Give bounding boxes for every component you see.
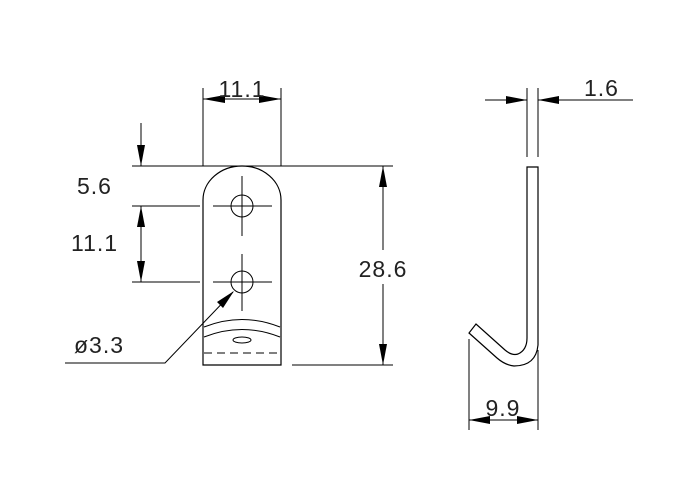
slot-hole: [232, 336, 252, 344]
arrow-icon: [379, 344, 387, 365]
bend-arc-inner: [203, 329, 281, 338]
dim-top-to-hole: 5.6: [77, 173, 112, 199]
arrow-icon: [259, 95, 281, 103]
arrow-icon: [469, 416, 490, 424]
dim-hook-depth: 9.9: [486, 395, 521, 421]
dim-thickness: 1.6: [584, 75, 619, 101]
arrow-icon: [538, 96, 559, 104]
arrow-icon: [137, 145, 145, 166]
arrow-icon: [203, 95, 225, 103]
dim-overall-height: 28.6: [359, 256, 408, 282]
dim-hole-diameter: ø3.3: [74, 332, 124, 358]
dim-hole-spacing: 11.1: [71, 230, 118, 256]
front-view: 11.1 5.6 11.1 28.6 ø3.3: [65, 76, 408, 366]
arrow-icon: [506, 96, 527, 104]
arrow-icon: [379, 166, 387, 187]
dim-width: 11.1: [218, 76, 265, 102]
leader-line: [65, 291, 234, 364]
side-view: 1.6 9.9: [468, 75, 633, 430]
arrow-icon: [137, 206, 145, 227]
arrow-icon: [137, 261, 145, 282]
arrow-icon: [217, 291, 234, 308]
bend-arc-outer: [203, 319, 281, 328]
hook-profile: [468, 166, 539, 367]
arrow-icon: [517, 416, 538, 424]
